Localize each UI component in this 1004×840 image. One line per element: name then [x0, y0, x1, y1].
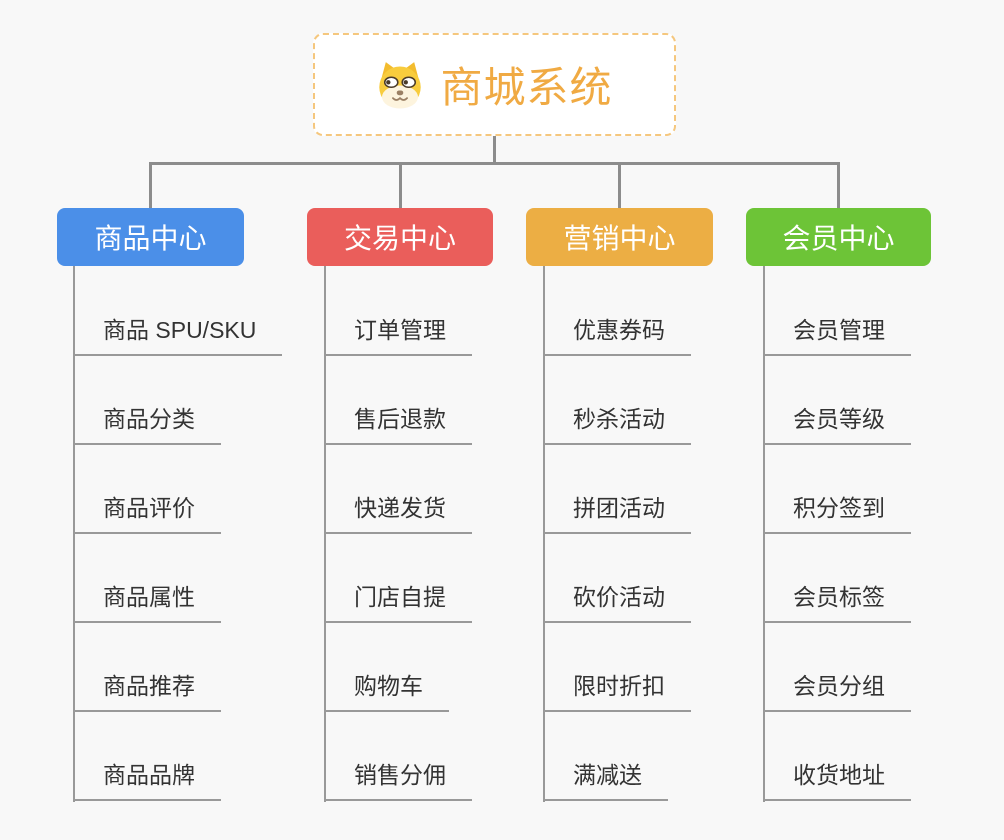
branch-label: 会员中心 [782, 223, 895, 254]
node-aftersale-refund[interactable]: 售后退款 [324, 403, 472, 445]
branch-label: 交易中心 [343, 223, 456, 254]
branch-label: 营销中心 [563, 223, 676, 254]
node-product-review[interactable]: 商品评价 [73, 492, 221, 534]
root-title: 商城系统 [440, 64, 613, 111]
connector-stub-member [837, 163, 840, 208]
node-flash-sale[interactable]: 秒杀活动 [543, 403, 691, 445]
connector-stub-product [149, 163, 152, 208]
connector-stub-marketing [618, 163, 621, 208]
node-member-groups[interactable]: 会员分组 [763, 670, 911, 712]
dog-face-icon [379, 61, 422, 108]
node-product-brand[interactable]: 商品品牌 [73, 759, 221, 801]
node-shipping-address[interactable]: 收货地址 [763, 759, 911, 801]
node-order-management[interactable]: 订单管理 [324, 314, 472, 356]
node-product-category[interactable]: 商品分类 [73, 403, 221, 445]
branch-marketing-center[interactable]: 营销中心 [526, 208, 713, 266]
node-group-buying[interactable]: 拼团活动 [543, 492, 691, 534]
connector-stub-trade [399, 163, 402, 208]
branch-drop-line [543, 266, 545, 802]
branch-drop-line [324, 266, 326, 802]
connector-bus [149, 162, 840, 165]
connector-root-drop [493, 136, 496, 165]
node-store-pickup[interactable]: 门店自提 [324, 581, 472, 623]
root-node[interactable]: 商城系统 [313, 33, 676, 136]
branch-trade-center[interactable]: 交易中心 [307, 208, 493, 266]
node-points-checkin[interactable]: 积分签到 [763, 492, 911, 534]
branch-label: 商品中心 [94, 223, 207, 254]
node-limited-time-discount[interactable]: 限时折扣 [543, 670, 691, 712]
node-sales-commission[interactable]: 销售分佣 [324, 759, 472, 801]
node-member-level[interactable]: 会员等级 [763, 403, 911, 445]
node-spend-and-save[interactable]: 满减送 [543, 759, 668, 801]
branch-drop-line [73, 266, 75, 802]
node-coupon-code[interactable]: 优惠券码 [543, 314, 691, 356]
branch-product-center[interactable]: 商品中心 [57, 208, 244, 266]
branch-drop-line [763, 266, 765, 802]
branch-member-center[interactable]: 会员中心 [746, 208, 931, 266]
node-product-attribute[interactable]: 商品属性 [73, 581, 221, 623]
node-product-recommend[interactable]: 商品推荐 [73, 670, 221, 712]
node-bargain-activity[interactable]: 砍价活动 [543, 581, 691, 623]
node-express-delivery[interactable]: 快递发货 [324, 492, 472, 534]
node-product-spu-sku[interactable]: 商品 SPU/SKU [73, 314, 283, 356]
node-shopping-cart[interactable]: 购物车 [324, 670, 449, 712]
node-member-tags[interactable]: 会员标签 [763, 581, 911, 623]
node-member-management[interactable]: 会员管理 [763, 314, 911, 356]
